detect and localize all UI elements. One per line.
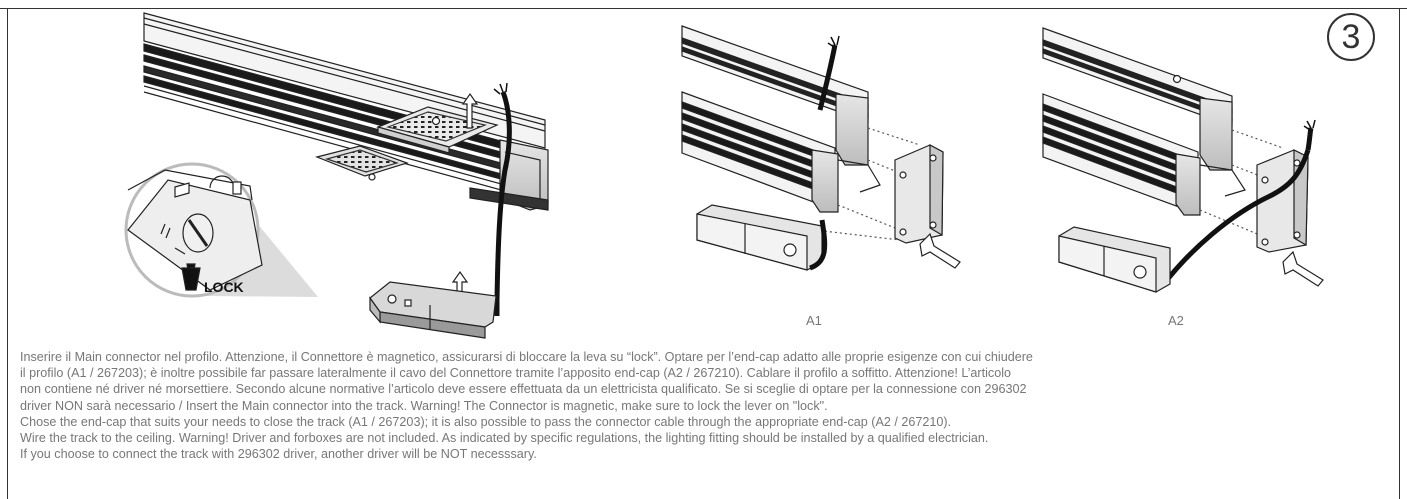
instruction-line: non contiene né driver né morsettiere. S… (20, 382, 1027, 397)
lock-label: LOCK (204, 279, 244, 295)
figure-label-a2: A2 (1168, 313, 1184, 328)
figure-a2-endcap (1042, 27, 1324, 293)
frame-left-border (7, 8, 8, 499)
instruction-line: driver NON sarà necessario / Insert the … (20, 398, 828, 413)
instructions-text: Inserire il Main connector nel profilo. … (20, 349, 1390, 462)
instruction-line: Wire the track to the ceiling. Warning! … (20, 431, 989, 446)
step-number-badge: 3 (1327, 13, 1375, 61)
figure-label-a1: A1 (806, 313, 822, 328)
figure-a1-endcap (681, 25, 961, 271)
frame-right-border (1399, 8, 1400, 499)
instruction-line: If you choose to connect the track with … (20, 447, 537, 462)
frame-top-border (0, 8, 1407, 9)
instruction-line: Chose the end-cap that suits your needs … (20, 414, 952, 429)
instruction-line: il profilo (A1 / 267203); è inoltre poss… (20, 366, 1012, 381)
figure-main-connector (124, 12, 549, 339)
instruction-line: Inserire il Main connector nel profilo. … (20, 350, 1033, 364)
